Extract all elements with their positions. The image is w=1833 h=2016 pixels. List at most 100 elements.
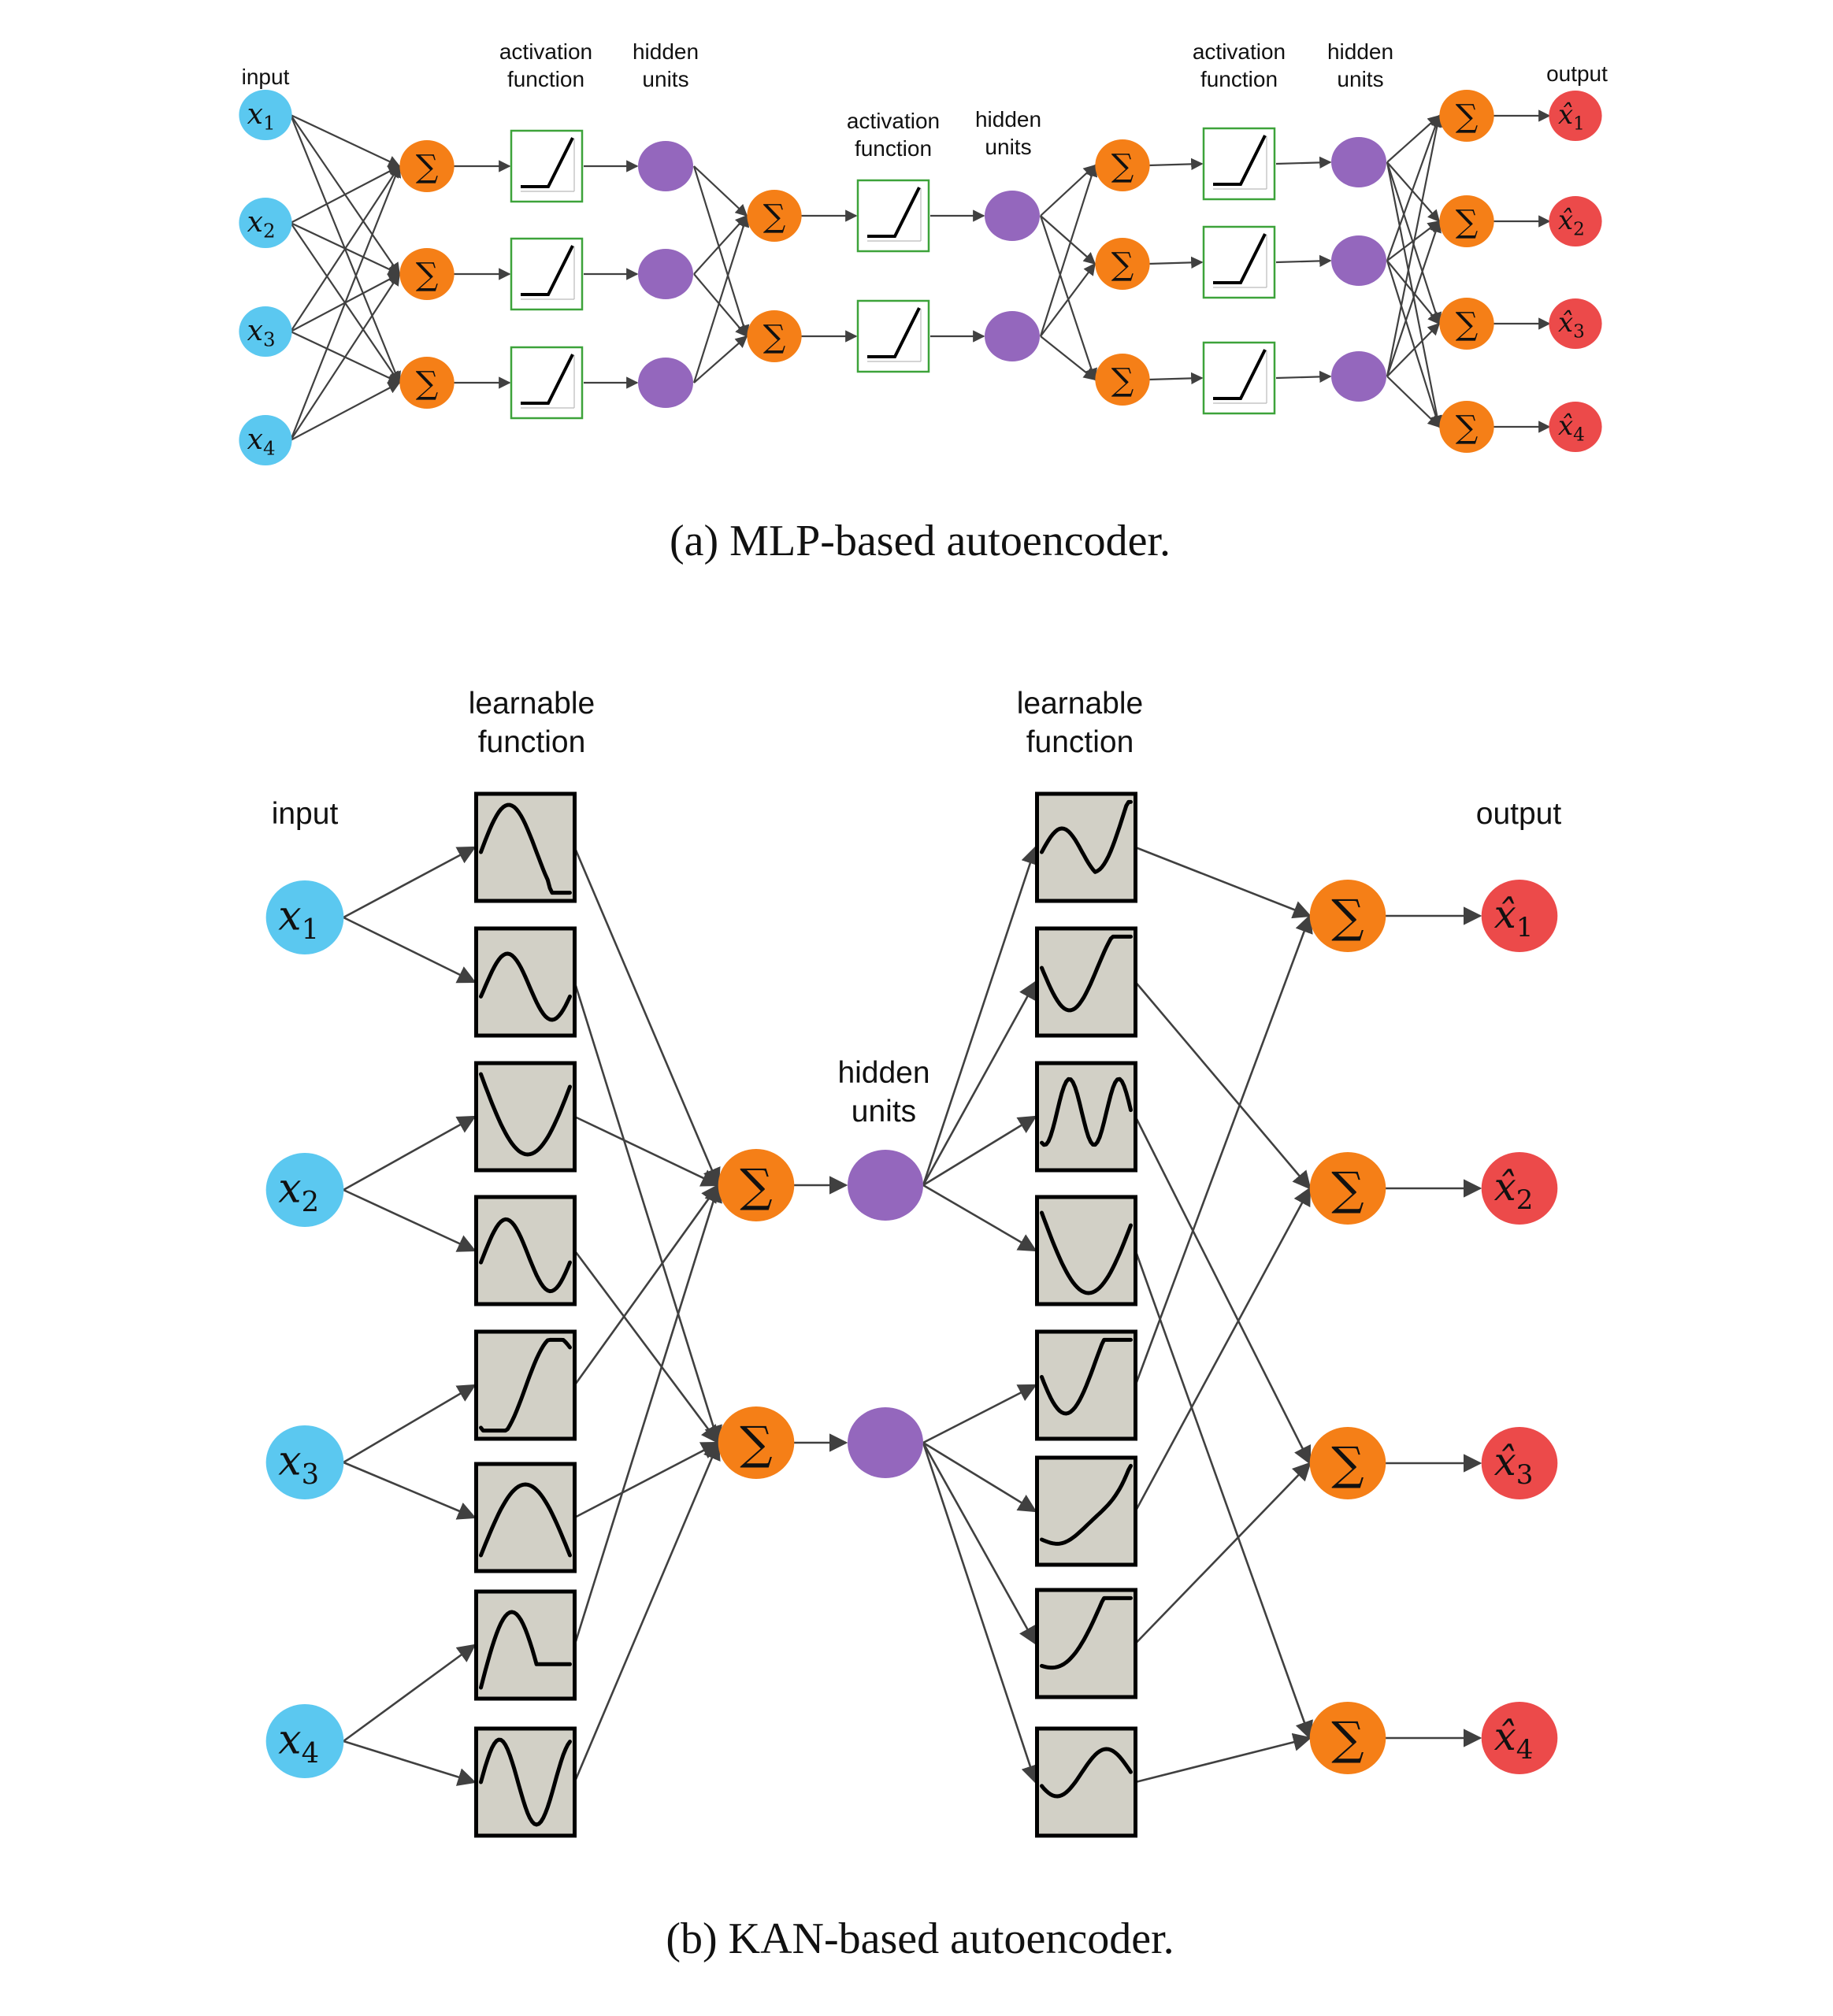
- svg-text:∑: ∑: [1111, 362, 1134, 398]
- input-node: x4: [239, 415, 292, 465]
- connection-arrow: [692, 214, 750, 384]
- output-node: x̂4: [1481, 1702, 1558, 1774]
- sum-node: ∑: [399, 248, 455, 300]
- connection-arrow: [1040, 335, 1096, 380]
- learnable-function-icon: [474, 791, 577, 903]
- connection-arrow: [1134, 1462, 1312, 1644]
- kan-caption: (b) KAN-based autoencoder.: [666, 1914, 1174, 1963]
- connection-arrow: [290, 382, 401, 441]
- relu-activation-icon: [510, 237, 584, 311]
- learnable-function-icon: [1035, 1329, 1137, 1441]
- relu-activation-icon: [856, 299, 930, 373]
- svg-text:∑: ∑: [416, 149, 439, 185]
- learnable-function-icon: [1035, 1455, 1137, 1567]
- svg-text:x̂1: x̂1: [1494, 891, 1534, 943]
- connection-arrow: [1148, 372, 1204, 385]
- svg-text:x̂2: x̂2: [1558, 205, 1585, 239]
- connection-arrow: [573, 847, 721, 1188]
- learnable-function-icon: [474, 1061, 577, 1173]
- svg-text:x2: x2: [278, 1166, 319, 1218]
- connection-arrow: [922, 1184, 1037, 1252]
- connection-arrow: [573, 1115, 721, 1187]
- connection-arrow: [1134, 914, 1313, 1386]
- input-node: x3: [239, 306, 292, 357]
- connection-arrow: [343, 1461, 477, 1520]
- input-node: x1: [265, 880, 344, 954]
- connection-arrow: [922, 1442, 1037, 1646]
- svg-text:x1: x1: [247, 98, 276, 135]
- connection-arrow: [343, 1740, 477, 1786]
- connection-arrow: [1135, 1732, 1312, 1784]
- output-node: x̂1: [1549, 91, 1602, 141]
- svg-text:∑: ∑: [1456, 204, 1479, 240]
- connection-arrow: [290, 114, 401, 168]
- connection-arrow: [922, 1441, 1037, 1513]
- input-node: x1: [239, 90, 292, 140]
- input-node: x4: [265, 1704, 344, 1778]
- connection-arrow: [1148, 256, 1204, 269]
- mlp-label-input: input: [242, 65, 290, 89]
- sum-node: ∑: [718, 1149, 795, 1221]
- hidden-unit: [638, 249, 693, 299]
- output-node: x̂1: [1481, 880, 1558, 952]
- hidden-unit: [638, 141, 693, 191]
- svg-text:∑: ∑: [740, 1158, 772, 1212]
- hidden-unit: [638, 358, 693, 408]
- learnable-function-icon: [474, 926, 577, 1038]
- connection-arrow: [343, 1188, 477, 1252]
- kan-label-output: output: [1476, 797, 1562, 831]
- svg-text:∑: ∑: [1331, 889, 1364, 943]
- connection-arrow: [1134, 1186, 1312, 1512]
- connection-arrow: [573, 1183, 722, 1646]
- hidden-unit: [1331, 137, 1386, 187]
- sum-node: ∑: [747, 190, 802, 242]
- learnable-function-icon: [1035, 1061, 1137, 1173]
- connection-arrow: [1386, 161, 1443, 428]
- sum-node: ∑: [1309, 1702, 1386, 1774]
- sum-node: ∑: [1309, 880, 1386, 952]
- svg-text:∑: ∑: [763, 198, 786, 235]
- connection-arrow: [1148, 158, 1204, 171]
- relu-activation-icon: [1202, 127, 1276, 201]
- learnable-function-icon: [1035, 1726, 1137, 1838]
- svg-text:x̂3: x̂3: [1558, 307, 1585, 342]
- svg-text:∑: ∑: [1331, 1436, 1364, 1490]
- connection-arrow: [922, 1115, 1037, 1187]
- relu-activation-icon: [510, 346, 584, 420]
- learnable-function-icon: [474, 1329, 577, 1441]
- connection-arrow: [573, 1184, 720, 1386]
- connection-arrow: [692, 165, 750, 338]
- mlp-caption: (a) MLP-based autoencoder.: [670, 517, 1171, 565]
- svg-text:x2: x2: [247, 206, 276, 243]
- mlp-label-output: output: [1546, 61, 1608, 86]
- sum-node: ∑: [1309, 1427, 1386, 1499]
- connection-arrow: [922, 1442, 1039, 1784]
- sum-node: ∑: [399, 140, 455, 192]
- connection-arrow: [1275, 254, 1332, 268]
- connection-arrow: [343, 1644, 477, 1743]
- sum-node: ∑: [1439, 401, 1494, 453]
- connection-arrow: [693, 335, 748, 384]
- svg-text:x̂1: x̂1: [1558, 99, 1585, 134]
- connection-arrow: [1386, 260, 1440, 325]
- connection-arrow: [1039, 215, 1097, 381]
- connection-arrow: [573, 1250, 720, 1444]
- connection-arrow: [922, 1384, 1037, 1444]
- sum-node: ∑: [1095, 139, 1150, 191]
- svg-text:∑: ∑: [1111, 246, 1134, 283]
- svg-text:x4: x4: [278, 1717, 319, 1770]
- relu-activation-icon: [1202, 341, 1276, 415]
- connection-arrow: [922, 980, 1037, 1186]
- svg-text:x̂4: x̂4: [1494, 1714, 1534, 1766]
- hidden-unit: [1331, 235, 1386, 286]
- learnable-function-icon: [1035, 1195, 1137, 1306]
